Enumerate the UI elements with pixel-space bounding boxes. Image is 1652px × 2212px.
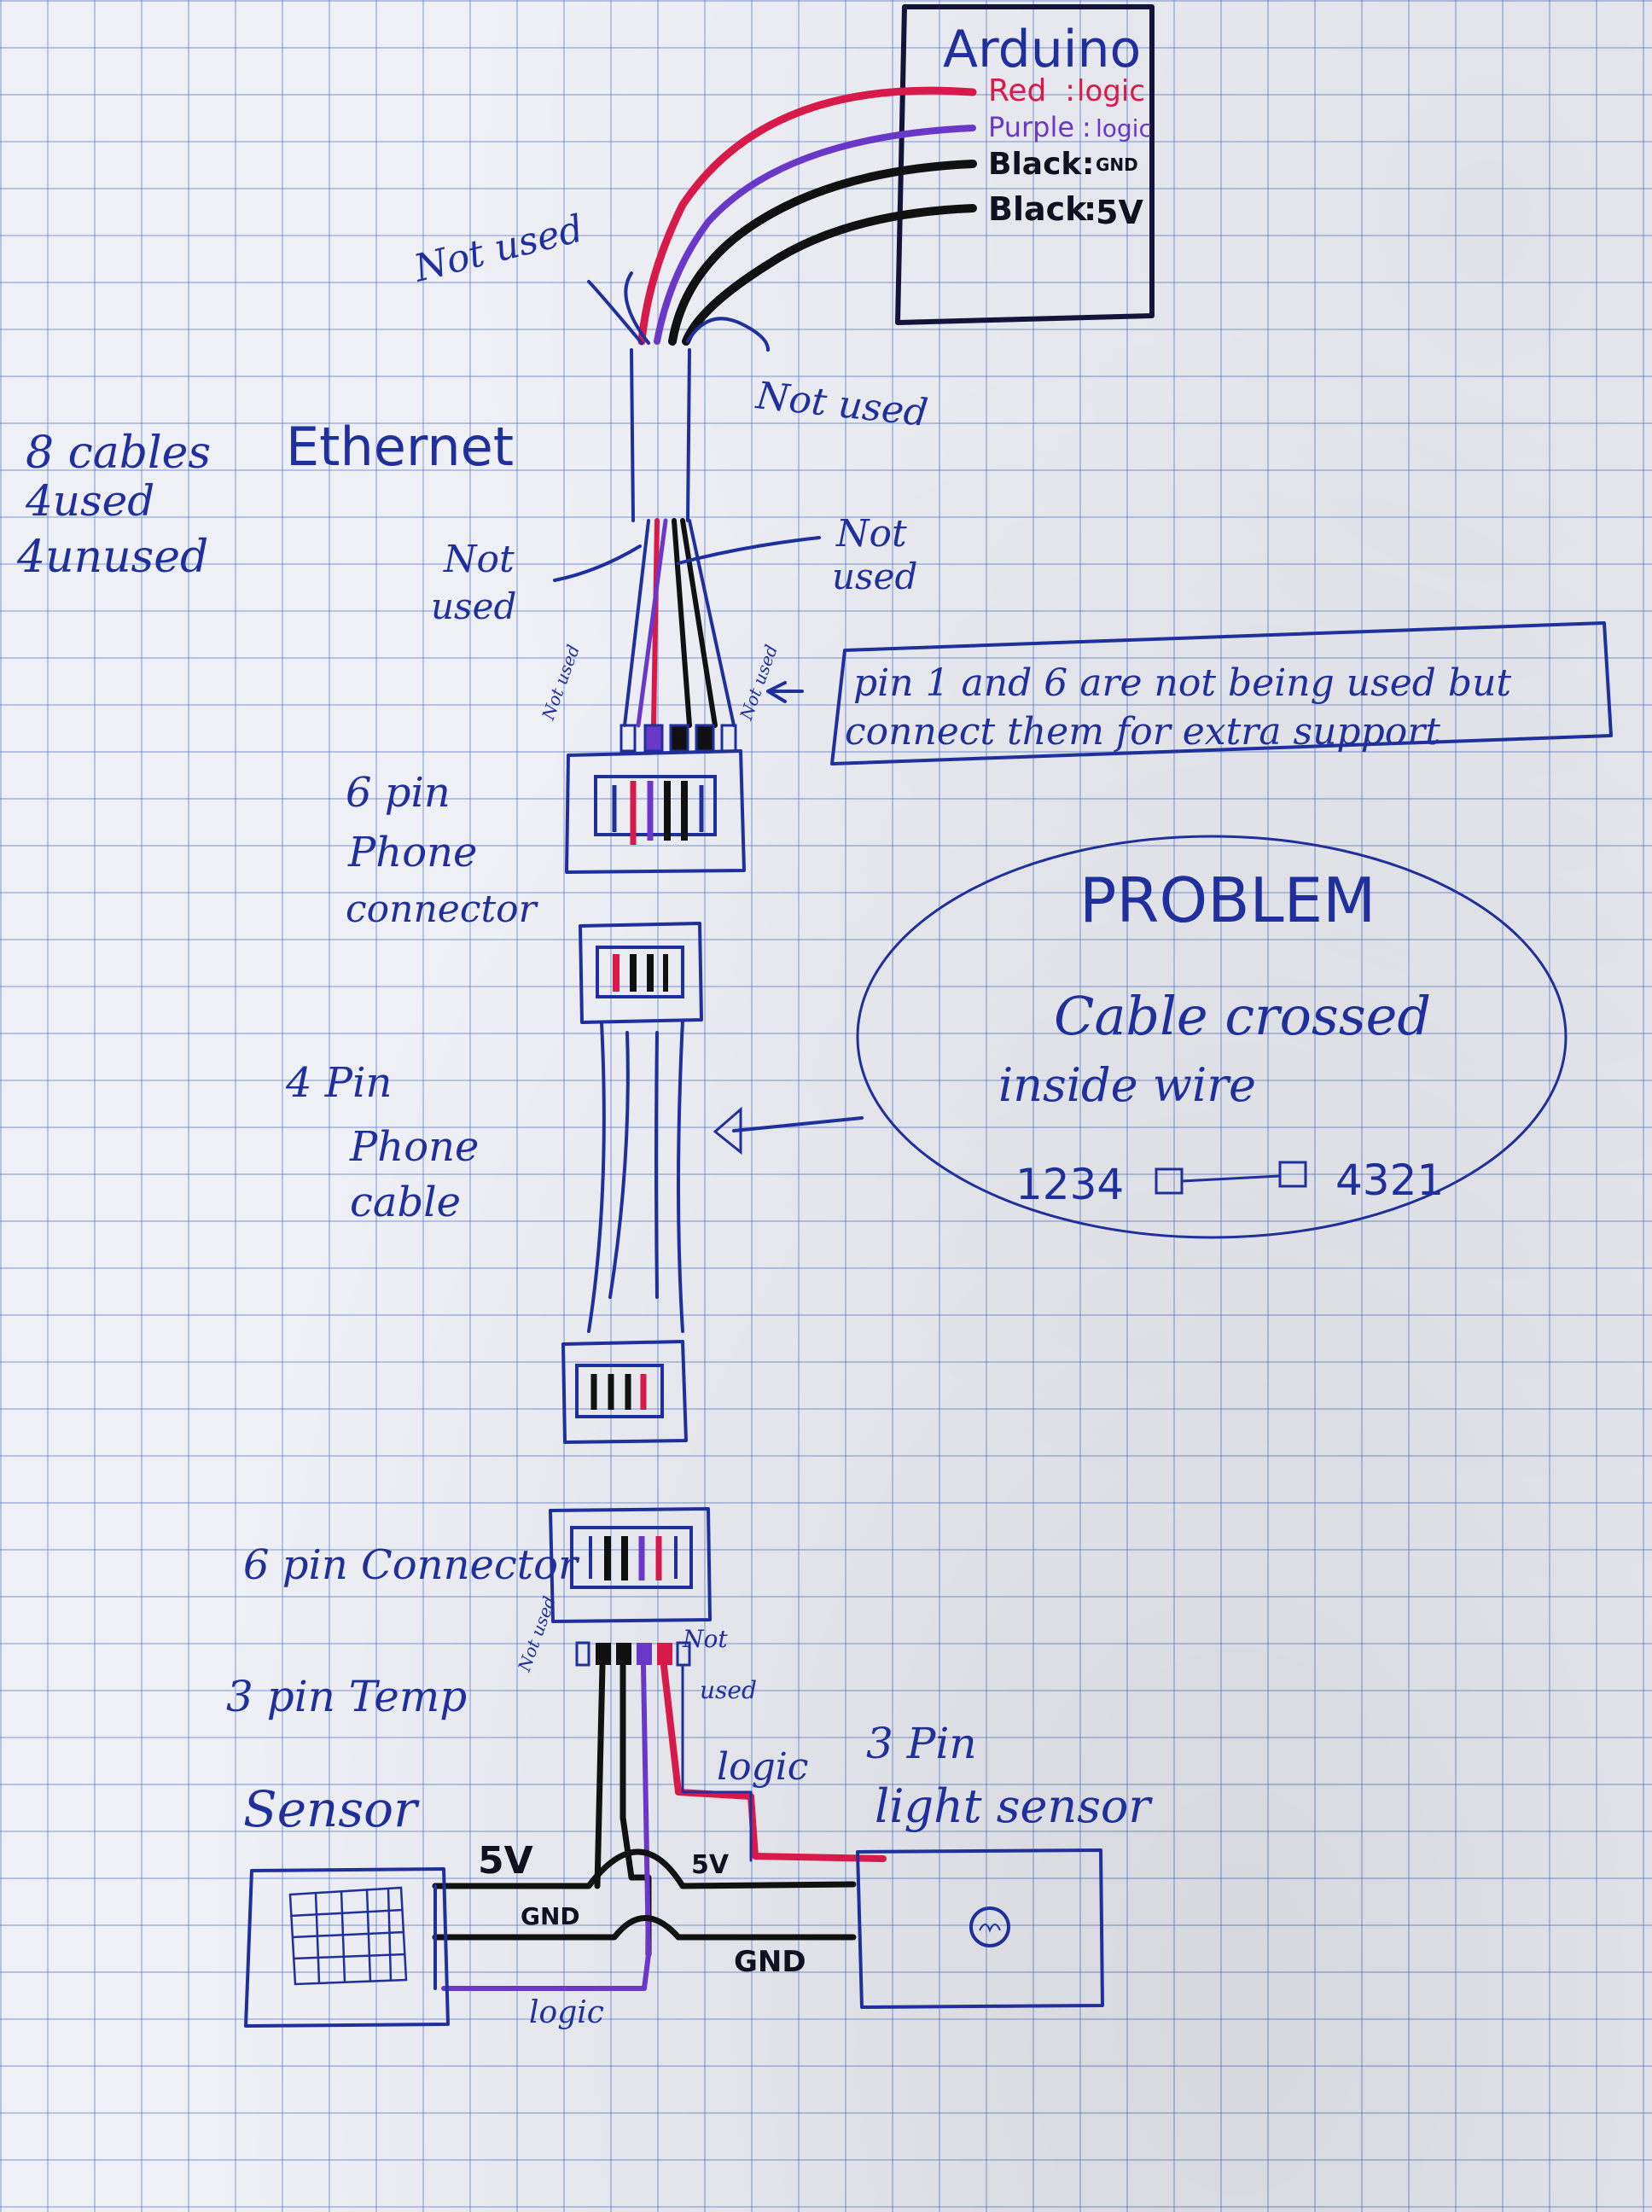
pin-color-label: Purple — [988, 111, 1074, 143]
ethernet-sheath — [630, 348, 691, 522]
pin-row-bottom — [575, 1641, 691, 1667]
pin-function: logic — [1096, 114, 1152, 143]
not-used-label-top-left: Not used — [409, 207, 587, 291]
temp-pin6-used: used — [700, 1676, 757, 1704]
six-pin-phone-label-2: Phone — [347, 829, 477, 876]
ethernet-label: Ethernet — [286, 416, 514, 478]
six-pin-phone-label-1: 6 pin — [346, 769, 451, 817]
power-bus — [432, 1848, 857, 1990]
six-pin-phone-connector — [565, 749, 746, 874]
four-pin-plug-bottom — [561, 1340, 688, 1444]
six-pin-connector-bottom — [549, 1507, 712, 1623]
ethernet-wires-lower — [553, 518, 821, 728]
arduino-wires — [587, 86, 977, 352]
v5-label-right: 5V — [691, 1850, 730, 1880]
note-line-1: pin 1 and 6 are not being used but — [853, 661, 1511, 705]
used-label-left: used — [431, 585, 516, 627]
arduino-title: Arduino — [943, 20, 1141, 79]
logic-label-bottom: logic — [529, 1995, 604, 2030]
svg-text::: : — [1084, 190, 1096, 228]
labels: Not used Not used 8 cables 4used 4unused… — [16, 207, 1511, 2030]
cables-count-label: 8 cables — [26, 428, 211, 479]
note-line-2: connect them for extra support — [845, 710, 1440, 754]
pin-function: 5V — [1096, 194, 1143, 231]
arduino-pin-black-5v: Black : 5V — [988, 190, 1143, 231]
arduino-pin-red: Red : logic — [988, 73, 1145, 108]
four-pin-label-3: cable — [350, 1179, 461, 1226]
pin1-not-used: Not used — [538, 642, 584, 723]
four-pin-cable-body — [587, 1019, 684, 1333]
problem-right-order: 4321 — [1335, 1155, 1444, 1205]
problem-line-1: Cable crossed — [1054, 985, 1431, 1047]
arduino-pin-purple: Purple : logic — [988, 111, 1152, 143]
arduino-pin-black-gnd: Black : GND — [988, 147, 1138, 182]
not-used-label-top-right: Not used — [753, 374, 930, 435]
used-count-label: 4used — [25, 476, 154, 526]
not-label-right: Not — [835, 512, 907, 556]
pin-function: logic — [1077, 74, 1145, 108]
light-sensor-label: light sensor — [875, 1779, 1153, 1833]
sensor-label: Sensor — [243, 1780, 420, 1838]
svg-text::: : — [1065, 73, 1075, 108]
gnd-label-left: GND — [521, 1902, 580, 1930]
arduino-box: Arduino Red : logic Purple : logic Black… — [895, 4, 1155, 325]
svg-text::: : — [1082, 147, 1094, 182]
problem-title: PROBLEM — [1079, 864, 1376, 936]
v5-label-left: 5V — [478, 1839, 533, 1883]
pin-row-top — [620, 724, 737, 753]
temp-pin1-not-used: Not used — [514, 1593, 560, 1674]
three-pin-light-label: 3 Pin — [866, 1719, 977, 1768]
note-box — [766, 621, 1613, 765]
gnd-label-right: GND — [734, 1945, 806, 1979]
pin-function: GND — [1096, 154, 1138, 175]
pin-color-label: Black — [988, 147, 1082, 182]
pin-color-label: Black — [988, 190, 1087, 228]
four-pin-plug-top — [579, 922, 703, 1024]
six-pin-phone-label-3: connector — [346, 888, 539, 931]
problem-left-order: 1234 — [1015, 1160, 1124, 1209]
four-pin-label-1: 4 Pin — [285, 1059, 392, 1107]
four-pin-label-2: Phone — [349, 1123, 479, 1171]
light-sensor — [856, 1848, 1104, 2009]
three-pin-temp-label: 3 pin Temp — [226, 1672, 467, 1721]
temp-pin6-not: Not — [682, 1625, 728, 1653]
problem-line-2: inside wire — [998, 1058, 1256, 1112]
logic-label-top: logic — [717, 1745, 808, 1789]
used-label-right: used — [832, 556, 917, 597]
not-label-left: Not — [443, 538, 515, 581]
six-pin-connector-label: 6 pin Connector — [243, 1541, 580, 1589]
temp-sensor — [244, 1867, 450, 2028]
pin-color-label: Red — [988, 73, 1046, 108]
problem-callout — [713, 835, 1568, 1239]
sensor-wires — [441, 1662, 887, 1991]
pin6-not-used: Not used — [736, 642, 782, 723]
unused-count-label: 4unused — [16, 532, 208, 583]
svg-text::: : — [1082, 111, 1091, 143]
